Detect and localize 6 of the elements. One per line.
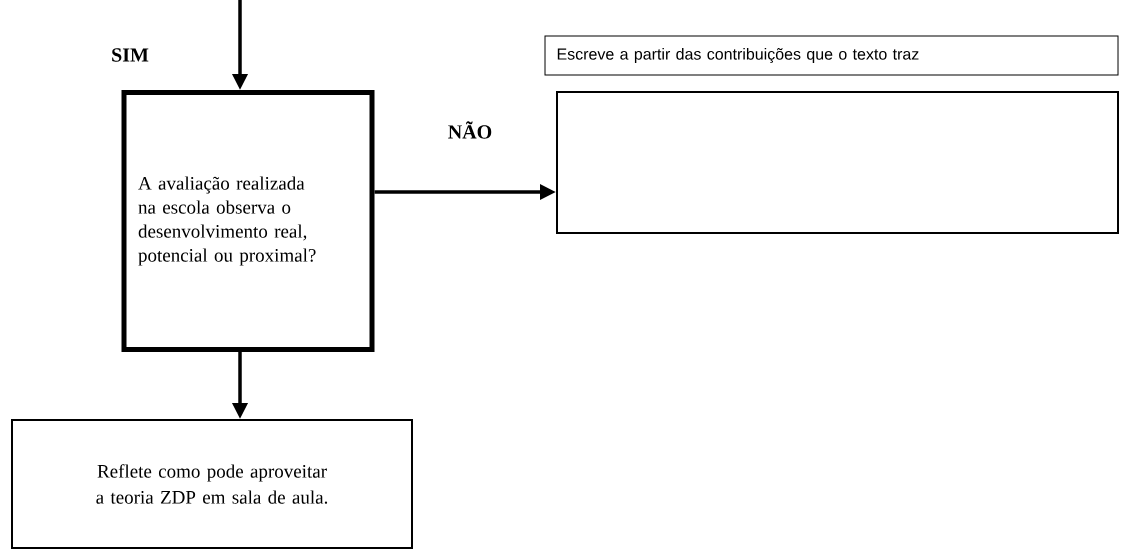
edge-label: NÃO <box>446 120 494 140</box>
empty-box <box>556 91 1119 234</box>
decision-box: A avaliação realizada na escola observa o desenvolvimento real, potencial ou proximal? <box>121 90 375 352</box>
header-box: Escreve a partir das contribuições que o texto traz <box>544 35 1119 76</box>
text-box: Reflete como pode aproveitar a teoria ZDP em sala de aula. <box>11 419 413 549</box>
edge-label: SIM <box>110 47 150 63</box>
